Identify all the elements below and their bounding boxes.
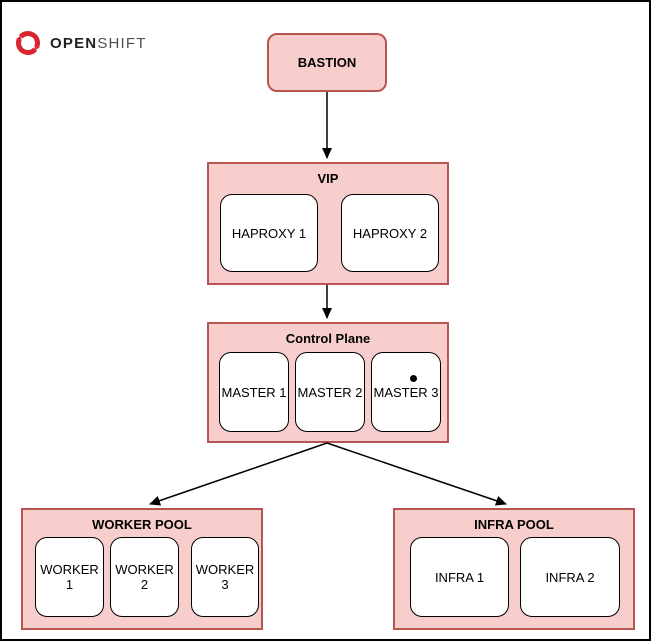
brand-name: OPENSHIFT — [50, 35, 147, 52]
infra-pool-group: INFRA POOL INFRA 1 INFRA 2 — [393, 508, 635, 630]
brand-name-bold: OPEN — [50, 34, 98, 52]
worker-pool-group: WORKER POOL WORKER 1 WORKER 2 WORKER 3 — [21, 508, 263, 630]
vip-group: VIP HAPROXY 1 HAPROXY 2 — [207, 162, 449, 285]
edge-control-plane-to-worker-pool — [149, 442, 328, 506]
worker-1-node: WORKER 1 — [35, 537, 104, 617]
master-3-node: MASTER 3 — [371, 352, 441, 432]
openshift-logo-icon — [16, 31, 40, 55]
worker-pool-group-title: WORKER POOL — [92, 517, 192, 532]
control-plane-group: Control Plane MASTER 1 MASTER 2 MASTER 3 — [207, 322, 449, 443]
haproxy-2-node: HAPROXY 2 — [341, 194, 439, 272]
haproxy-1-node: HAPROXY 1 — [220, 194, 318, 272]
infra-pool-group-title: INFRA POOL — [474, 517, 554, 532]
edge-control-plane-to-infra-pool — [326, 442, 507, 506]
bastion-node: BASTION — [267, 33, 387, 92]
vip-group-title: VIP — [317, 171, 339, 186]
master-1-node: MASTER 1 — [219, 352, 289, 432]
infra-2-node: INFRA 2 — [520, 537, 620, 617]
infra-1-node: INFRA 1 — [410, 537, 509, 617]
openshift-logo: OPENSHIFT — [13, 28, 147, 58]
brand-name-light: SHIFT — [97, 34, 147, 52]
worker-2-node: WORKER 2 — [110, 537, 179, 617]
worker-3-node: WORKER 3 — [191, 537, 259, 617]
master-2-node: MASTER 2 — [295, 352, 365, 432]
control-plane-group-title: Control Plane — [285, 331, 371, 346]
master-3-dot — [410, 375, 417, 382]
